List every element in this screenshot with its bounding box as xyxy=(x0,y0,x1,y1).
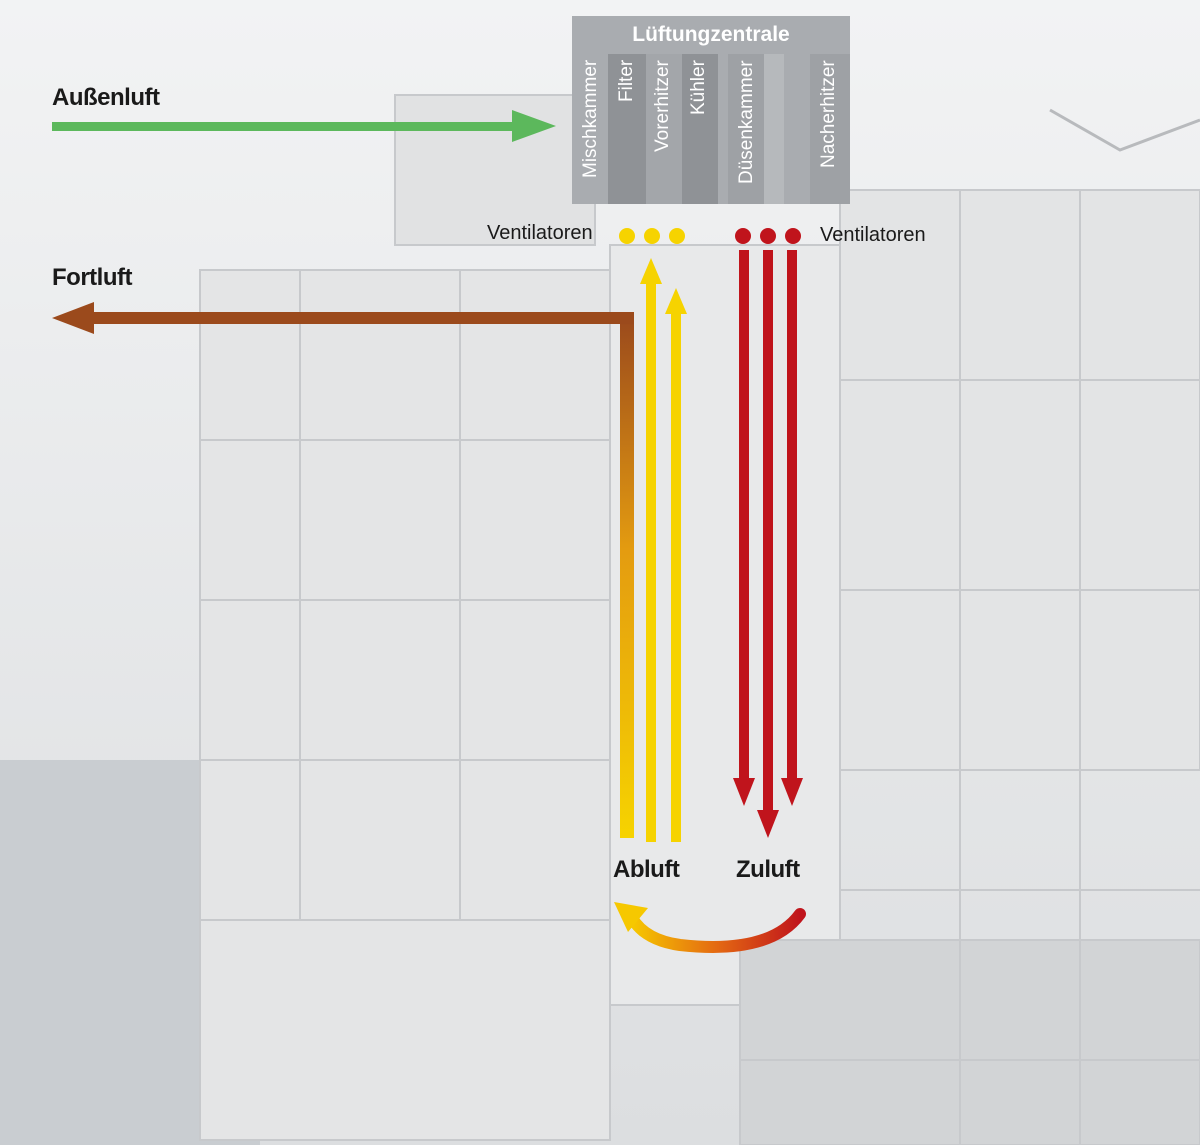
arrow-right-icon xyxy=(512,110,556,142)
fan-icon xyxy=(644,228,660,244)
arrow-left-icon xyxy=(52,302,94,334)
air-handling-unit xyxy=(572,54,850,204)
outdoor-air-label: Außenluft xyxy=(52,84,160,111)
module-mischkammer: Mischkammer xyxy=(580,60,601,179)
module-nacherhitzer: Nacherhitzer xyxy=(818,60,839,168)
module-filter: Filter xyxy=(616,60,637,103)
recirculation-arrow-icon xyxy=(614,902,806,953)
fans-right-label: Ventilatoren xyxy=(820,224,926,246)
exhaust-air-label: Fortluft xyxy=(52,264,132,291)
arrow-up-icon xyxy=(640,258,662,284)
fan-icon xyxy=(760,228,776,244)
fans-supply xyxy=(735,228,801,244)
fan-icon xyxy=(785,228,801,244)
fans-left-label: Ventilatoren xyxy=(487,222,593,244)
exhaust-air-arrow xyxy=(52,302,634,838)
module-kuehler: Kühler xyxy=(688,60,709,115)
supply-air-arrows xyxy=(733,250,803,838)
supply-air-label: Zuluft xyxy=(736,856,800,883)
fan-icon xyxy=(619,228,635,244)
arrow-down-icon xyxy=(757,810,779,838)
extract-air-label: Abluft xyxy=(613,856,680,883)
building-structure xyxy=(199,94,1200,1145)
extract-air-arrows xyxy=(640,258,687,842)
arrow-down-icon xyxy=(733,778,755,806)
module-duesenkammer: Düsenkammer xyxy=(736,60,757,184)
fans-extract xyxy=(619,228,685,244)
arrow-up-icon xyxy=(665,288,687,314)
ahu-title: Lüftungzentrale xyxy=(572,16,850,54)
fan-icon xyxy=(735,228,751,244)
outdoor-air-arrow xyxy=(52,110,556,142)
module-vorerhitzer: Vorerhitzer xyxy=(652,60,673,152)
fan-icon xyxy=(669,228,685,244)
arrow-down-icon xyxy=(781,778,803,806)
